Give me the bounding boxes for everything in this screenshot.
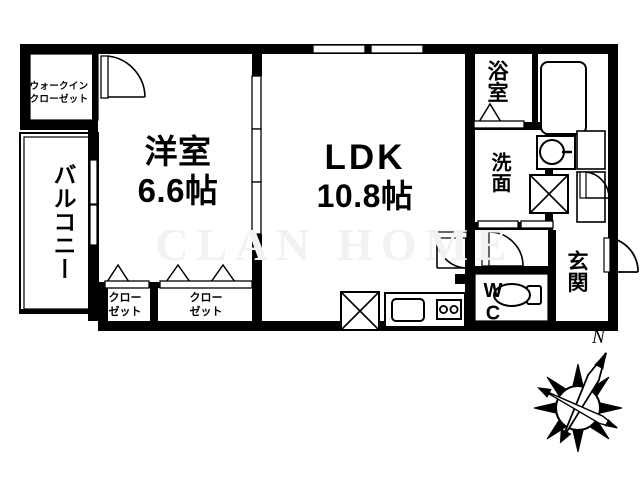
door-hall-center[interactable] xyxy=(481,231,524,267)
door-walk-in-closet[interactable] xyxy=(100,55,146,99)
ldk-label: LDK xyxy=(324,138,406,177)
balcony-outline xyxy=(19,130,99,321)
sliding-door-bedroom-ldk[interactable] xyxy=(251,75,262,235)
windows xyxy=(89,44,424,246)
toilet-bowl-icon xyxy=(493,283,542,307)
walk-in-closet-box xyxy=(29,53,99,121)
washing-machine-space-icon xyxy=(529,174,569,214)
walk-in-closet-label-line1: ウォークイン xyxy=(29,81,89,92)
bathtub-icon xyxy=(540,61,587,135)
washroom-label: 洗面 xyxy=(488,152,510,193)
door-corridor-right[interactable] xyxy=(579,171,610,199)
balcony-label: バルコニー xyxy=(50,163,76,281)
compass-north-label: N xyxy=(592,327,605,348)
door-entrance[interactable] xyxy=(603,237,639,273)
toilet-room-outline xyxy=(474,273,549,322)
closet-right-label-line2: ゼット xyxy=(189,306,223,318)
gas-stove-icon xyxy=(436,299,462,320)
washroom-doors[interactable] xyxy=(477,220,554,229)
toilet-label: WC xyxy=(482,280,504,325)
refrigerator-space-icon xyxy=(340,291,380,331)
compass-rose xyxy=(533,352,623,453)
closet-left-label-line2: ゼット xyxy=(108,306,142,318)
entrance-label: 玄関 xyxy=(565,250,588,293)
washbasin-icon xyxy=(536,135,576,170)
closet-right-label-line1: クロー xyxy=(189,292,223,304)
closet-doors[interactable] xyxy=(104,263,253,289)
closet-left-label-line1: クロー xyxy=(108,292,142,304)
western-room-label: 洋室 xyxy=(144,133,212,170)
door-bathroom[interactable] xyxy=(473,102,525,129)
western-room-size-label: 6.6帖 xyxy=(137,172,219,209)
ldk-size-label: 10.8帖 xyxy=(316,178,414,214)
door-ldk-hall[interactable] xyxy=(436,231,468,269)
walk-in-closet-label-line2: クローゼット xyxy=(29,94,89,105)
bathroom-label: 浴室 xyxy=(485,60,508,103)
shelf-column xyxy=(576,130,606,223)
watermark-text: CLAN HOME xyxy=(155,219,515,270)
